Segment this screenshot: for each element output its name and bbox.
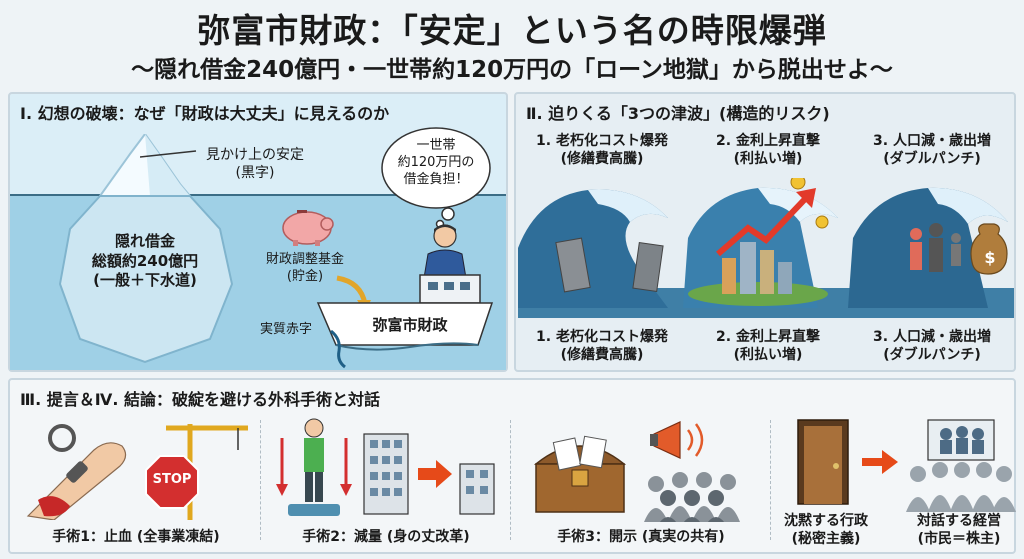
surface-label: 見かけ上の安定 (黒字) xyxy=(206,147,304,182)
divider xyxy=(510,420,511,540)
deficit-label: 実質赤字 xyxy=(259,322,312,337)
bubble-text: 一世帯 約120万円の 借金負担！ xyxy=(397,138,475,187)
treasure-chest-icon xyxy=(533,435,627,513)
tourniquet-arm-icon xyxy=(26,424,127,520)
surgery-1-label: 手術1：止血 (全事業凍結) xyxy=(52,529,220,545)
wave-1-bottom-label: 1. 老朽化コスト爆発 (修繕費高騰) xyxy=(536,329,668,364)
divider xyxy=(260,420,261,540)
dialog-mgmt-label: 対話する経営 (市民＝株主) xyxy=(917,513,1001,548)
header: 弥富市財政：「安定」という名の時限爆弾 〜隠れ借金240億円・一世帯約120万円… xyxy=(0,0,1024,88)
section-illusion: Ⅰ. 幻想の破壊：なぜ「財政は大丈夫」に見えるのか 見かけ上の安定 (黒字) 隠… xyxy=(8,92,508,372)
mayor-icon xyxy=(423,224,467,278)
ship-name: 弥富市財政 xyxy=(372,316,448,334)
audience-icon xyxy=(644,472,740,522)
stop-sign-text: STOP xyxy=(152,472,192,487)
wave-1-top-label: 1. 老朽化コスト爆発 (修繕費高騰) xyxy=(536,133,668,168)
surgery-2-label: 手術2：減量 (身の丈改革) xyxy=(302,529,470,545)
section-tsunamis: Ⅱ. 迫りくる「3つの津波」(構造的リスク) 1. 老朽化コスト爆発 (修繕費高… xyxy=(514,92,1016,372)
megaphone-icon xyxy=(650,421,704,459)
section-tsunamis-title: Ⅱ. 迫りくる「3つの津波」(構造的リスク) xyxy=(526,104,830,123)
buildings-downsize-icon xyxy=(363,433,495,515)
iceberg-icon xyxy=(58,134,234,364)
tsunami-waves xyxy=(518,178,1014,318)
hidden-debt-label: 隠れ借金 総額約240億円 (一般＋下水道) xyxy=(91,232,199,289)
wave-2-bottom-label: 2. 金利上昇直撃 (利払い増) xyxy=(716,329,820,364)
piggy-bank-icon xyxy=(282,210,334,246)
arrow-right-icon xyxy=(862,450,898,474)
wave-3-top-label: 3. 人口減・歳出増 (ダブルパンチ) xyxy=(873,133,991,168)
town-meeting-icon xyxy=(906,419,1016,512)
divider xyxy=(770,420,771,540)
section-proposals: Ⅲ. 提言＆Ⅳ. 結論：破綻を避ける外科手術と対話 STOP 手術1：止血 (全… xyxy=(8,378,1016,554)
leader-line xyxy=(140,150,197,158)
scale-person-icon xyxy=(276,418,352,516)
wave-2-top-label: 2. 金利上昇直撃 (利払い増) xyxy=(716,133,820,168)
closed-door-icon xyxy=(797,419,849,505)
page-title: 弥富市財政：「安定」という名の時限爆弾 xyxy=(197,11,827,50)
fund-label: 財政調整基金 (貯金) xyxy=(265,252,344,284)
section-proposals-title: Ⅲ. 提言＆Ⅳ. 結論：破綻を避ける外科手術と対話 xyxy=(20,390,381,409)
thought-bubble xyxy=(381,127,491,228)
ship-icon xyxy=(316,274,494,351)
money-bag-symbol: $ xyxy=(984,248,996,267)
stop-sign-icon xyxy=(145,455,199,509)
page-subtitle: 〜隠れ借金240億円・一世帯約120万円の「ローン地獄」から脱出せよ〜 xyxy=(131,57,893,83)
wave-3-bottom-label: 3. 人口減・歳出増 (ダブルパンチ) xyxy=(873,329,991,364)
deficit-leak-icon xyxy=(330,329,346,369)
section-illusion-title: Ⅰ. 幻想の破壊：なぜ「財政は大丈夫」に見えるのか xyxy=(20,104,390,123)
silent-admin-label: 沈黙する行政 (秘密主義) xyxy=(784,513,868,548)
surgery-3-label: 手術3：開示 (真実の共有) xyxy=(557,529,725,545)
